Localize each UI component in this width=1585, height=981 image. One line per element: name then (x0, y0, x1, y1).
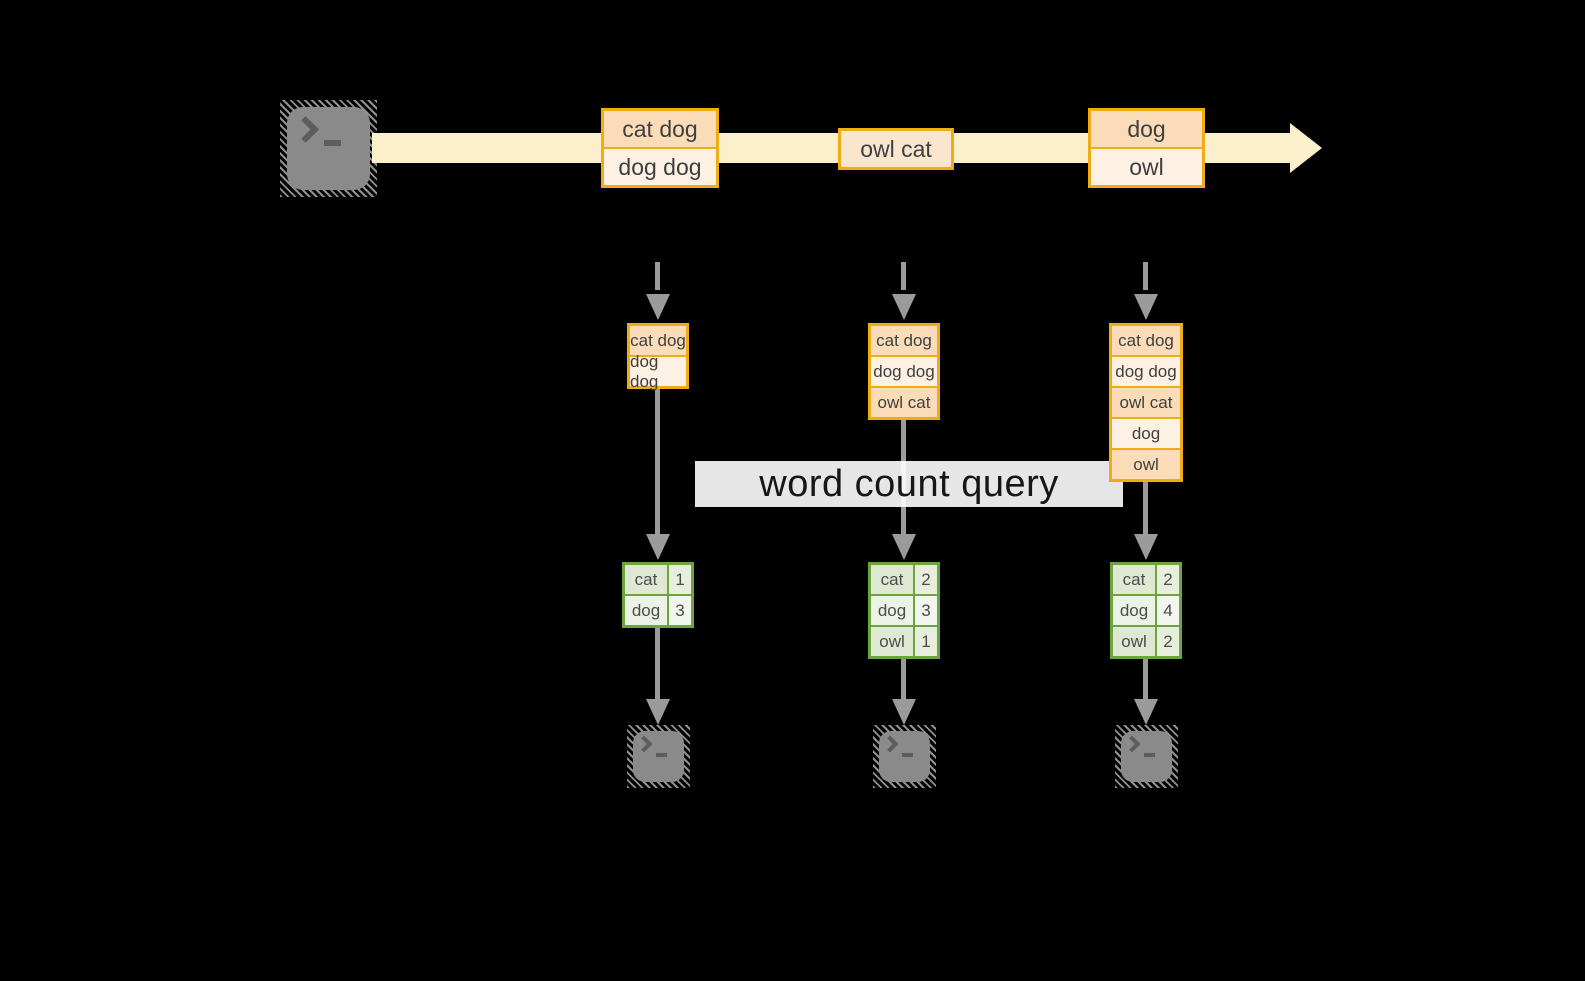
result-table-3: cat 2 dog 4 owl 2 (1110, 562, 1182, 659)
state-cell: owl cat (1112, 388, 1180, 417)
trigger-arrow-dash (1143, 262, 1148, 290)
stream-event-box-3: dog owl (1088, 108, 1205, 188)
result-word-cell: cat (1113, 565, 1155, 594)
result-count-cell: 1 (915, 627, 937, 656)
prompt-underscore-icon (324, 140, 341, 146)
result-count-cell: 1 (669, 565, 691, 594)
query-label-band: word count query (695, 461, 1123, 507)
state-to-result-arrowhead-icon (892, 534, 916, 560)
result-table-1: cat 1 dog 3 (622, 562, 694, 628)
state-box-1: cat dog dog dog (627, 323, 689, 391)
state-cell: dog dog (630, 352, 686, 391)
result-count-cell: 3 (669, 596, 691, 625)
result-to-sink-arrowhead-icon (646, 699, 670, 725)
state-cell: owl (1112, 450, 1180, 479)
event-cell: owl (1091, 149, 1202, 185)
prompt-underscore-icon (1144, 753, 1155, 757)
state-box-2: cat dog dog dog owl cat (868, 323, 940, 420)
result-word-cell: dog (1113, 596, 1155, 625)
state-cell: dog (1112, 419, 1180, 448)
result-count-cell: 2 (915, 565, 937, 594)
result-word-cell: dog (871, 596, 913, 625)
state-cell: cat dog (630, 326, 686, 355)
result-to-sink-arrow-line (655, 628, 660, 699)
event-cell: dog (1091, 111, 1202, 147)
sink-terminal-icon (873, 725, 936, 788)
result-to-sink-arrow-line (1143, 659, 1148, 699)
trigger-arrow-dash (901, 262, 906, 290)
result-word-cell: owl (871, 627, 913, 656)
result-to-sink-arrowhead-icon (1134, 699, 1158, 725)
trigger-arrow-dash (655, 262, 660, 290)
result-word-cell: cat (625, 565, 667, 594)
result-count-cell: 3 (915, 596, 937, 625)
state-cell: dog dog (871, 357, 937, 386)
trigger-arrowhead-icon (1134, 294, 1158, 320)
result-word-cell: cat (871, 565, 913, 594)
state-to-result-arrowhead-icon (1134, 534, 1158, 560)
result-count-cell: 4 (1157, 596, 1179, 625)
state-box-3: cat dog dog dog owl cat dog owl (1109, 323, 1183, 482)
state-to-result-arrow-line (655, 389, 660, 536)
stream-event-box-2: owl cat (838, 128, 954, 170)
result-to-sink-arrowhead-icon (892, 699, 916, 725)
result-to-sink-arrow-line (901, 659, 906, 699)
state-to-result-arrow-line (1143, 482, 1148, 536)
trigger-arrowhead-icon (646, 294, 670, 320)
state-cell: owl cat (871, 388, 937, 417)
result-count-cell: 2 (1157, 627, 1179, 656)
state-to-result-arrowhead-icon (646, 534, 670, 560)
input-stream-arrowhead-icon (1290, 123, 1322, 173)
result-word-cell: dog (625, 596, 667, 625)
event-cell: cat dog (604, 111, 716, 147)
sink-terminal-icon (1115, 725, 1178, 788)
prompt-underscore-icon (656, 753, 667, 757)
state-cell: cat dog (1112, 326, 1180, 355)
result-count-cell: 2 (1157, 565, 1179, 594)
event-cell: owl cat (841, 131, 951, 167)
source-terminal-icon (280, 100, 377, 197)
trigger-arrowhead-icon (892, 294, 916, 320)
stream-event-box-1: cat dog dog dog (601, 108, 719, 188)
state-cell: dog dog (1112, 357, 1180, 386)
event-cell: dog dog (604, 149, 716, 185)
query-label: word count query (759, 462, 1059, 505)
prompt-underscore-icon (902, 753, 913, 757)
state-cell: cat dog (871, 326, 937, 355)
result-word-cell: owl (1113, 627, 1155, 656)
result-table-2: cat 2 dog 3 owl 1 (868, 562, 940, 659)
sink-terminal-icon (627, 725, 690, 788)
terminal-face (287, 107, 370, 190)
